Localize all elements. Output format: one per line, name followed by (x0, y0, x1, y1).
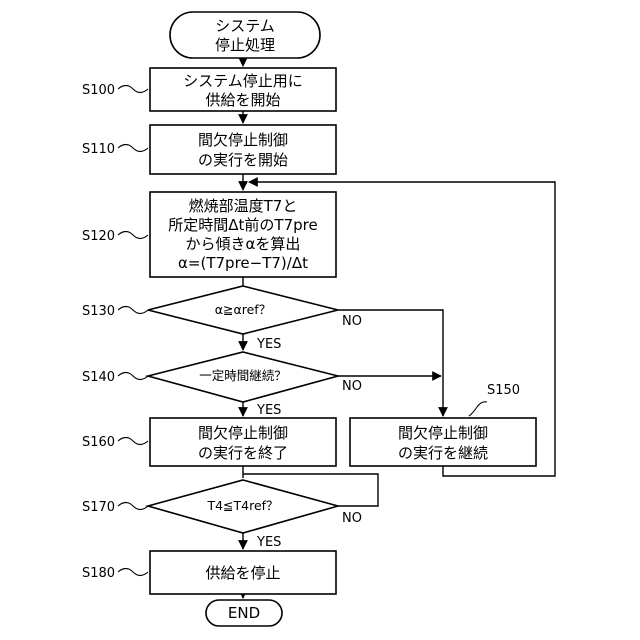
step-s160: 間欠停止制御 の実行を終了 (150, 418, 336, 466)
s120-line-3: から傾きαを算出 (186, 235, 301, 253)
s160-line-1: 間欠停止制御 (198, 424, 288, 442)
s170-text: T4≦T4ref？ (206, 498, 278, 513)
step-s150: 間欠停止制御 の実行を継続 (350, 418, 536, 466)
decision-s130: α≧αref？ (148, 286, 338, 334)
leader-s150 (469, 402, 487, 416)
s110-line-2: の実行を開始 (198, 151, 288, 169)
s170-yes-label: YES (256, 535, 281, 550)
label-s170: S170 (82, 500, 115, 515)
leader-s130 (118, 307, 148, 314)
s130-text: α≧αref？ (215, 302, 271, 317)
s180-line-1: 供給を停止 (205, 564, 280, 582)
s140-yes-label: YES (256, 403, 281, 418)
s120-line-1: 燃焼部温度T7と (189, 197, 298, 215)
s100-line-2: 供給を開始 (205, 91, 280, 109)
leader-s110 (118, 145, 148, 152)
s130-no-label: NO (342, 314, 362, 329)
step-s120: 燃焼部温度T7と 所定時間Δt前のT7pre から傾きαを算出 α=(T7pre… (150, 192, 336, 277)
start-terminal: システム 停止処理 (170, 12, 320, 58)
s140-text: 一定時間継続？ (199, 368, 287, 383)
s120-line-2: 所定時間Δt前のT7pre (168, 216, 317, 234)
decision-s140: 一定時間継続？ (148, 352, 338, 402)
end-text: END (228, 604, 260, 622)
s110-line-1: 間欠停止制御 (198, 131, 288, 149)
leader-s100 (118, 86, 148, 93)
step-s110: 間欠停止制御 の実行を開始 (150, 125, 336, 174)
end-terminal: END (206, 600, 282, 626)
s100-line-1: システム停止用に (183, 72, 303, 90)
decision-s170: T4≦T4ref？ (148, 480, 338, 533)
leader-s140 (118, 373, 148, 380)
leader-s160 (118, 438, 148, 445)
s160-line-2: の実行を終了 (198, 444, 288, 462)
label-s180: S180 (82, 566, 115, 581)
label-s140: S140 (82, 370, 115, 385)
leader-s170 (118, 503, 148, 510)
label-s100: S100 (82, 83, 115, 98)
leader-s180 (118, 569, 148, 576)
label-s120: S120 (82, 229, 115, 244)
step-s100: システム停止用に 供給を開始 (150, 68, 336, 111)
s140-no-label: NO (342, 379, 362, 394)
s150-line-2: の実行を継続 (398, 444, 488, 462)
label-s110: S110 (82, 142, 115, 157)
s120-line-4: α=(T7pre−T7)/Δt (178, 254, 308, 272)
s150-line-1: 間欠停止制御 (398, 424, 488, 442)
label-s150: S150 (487, 383, 520, 398)
leader-s120 (118, 232, 148, 239)
start-line-1: システム (215, 17, 275, 35)
s170-no-label: NO (342, 511, 362, 526)
step-s180: 供給を停止 (150, 551, 336, 594)
label-s130: S130 (82, 304, 115, 319)
s130-yes-label: YES (256, 337, 281, 352)
label-s160: S160 (82, 435, 115, 450)
start-line-2: 停止処理 (215, 36, 275, 54)
